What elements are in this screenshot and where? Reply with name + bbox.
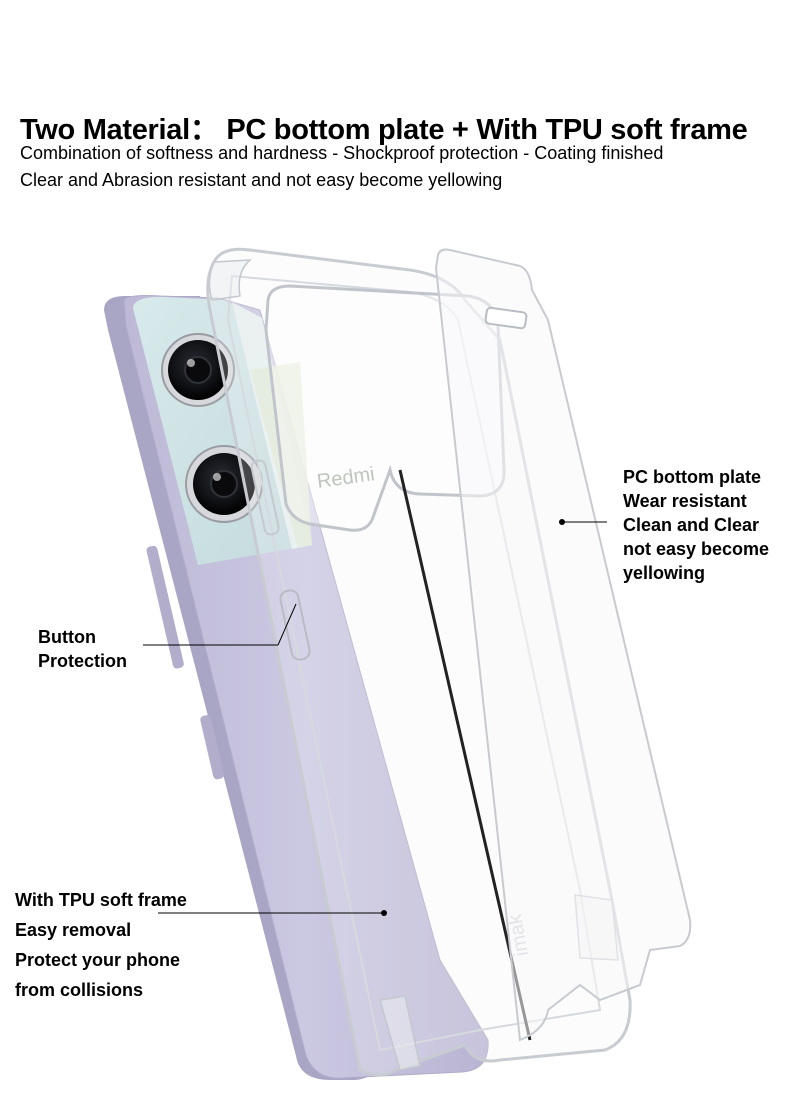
callout-line: With TPU soft frame	[15, 890, 187, 910]
page-title: Two Material： PC bottom plate + With TPU…	[20, 114, 748, 146]
callout-line: from collisions	[15, 980, 144, 1000]
callout-line: Button	[38, 627, 96, 647]
callout-tpu-soft-frame: With TPU soft frame Easy removal Protect…	[15, 885, 187, 1005]
pc-bottom-plate	[434, 248, 692, 1042]
camera-lens-top	[161, 333, 235, 407]
callout-line: Protect your phone	[15, 950, 181, 970]
callout-line: yellowing	[623, 563, 706, 583]
callout-line-button	[143, 603, 297, 646]
callout-line-pc	[559, 519, 607, 525]
callout-line: Protection	[38, 651, 128, 671]
callout-line: PC bottom plate	[623, 467, 761, 487]
callout-line-tpu	[158, 910, 387, 916]
callout-line: not easy become	[623, 539, 770, 559]
subtitle-line-2: Clear and Abrasion resistant and not eas…	[20, 170, 503, 190]
callout-line: Easy removal	[15, 920, 132, 940]
callout-button-protection: Button Protection	[38, 625, 127, 673]
camera-lens-bottom	[185, 445, 263, 523]
callout-pc-bottom-plate: PC bottom plate Wear resistant Clean and…	[623, 465, 769, 585]
subtitle-line-1: Combination of softness and hardness - S…	[20, 143, 664, 163]
callout-line: Wear resistant	[623, 491, 747, 511]
callout-line: Clean and Clear	[623, 515, 760, 535]
product-illustration: Redmi imak	[104, 247, 692, 1080]
